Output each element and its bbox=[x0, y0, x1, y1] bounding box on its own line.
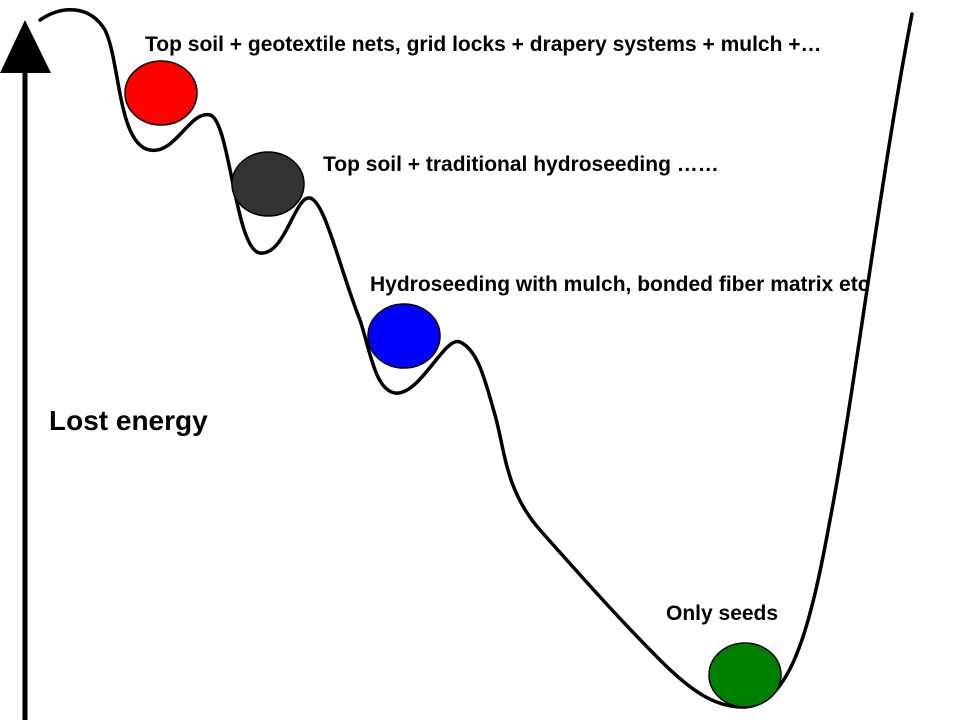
step-label-top-soil-geotextile: Top soil + geotextile nets, grid locks +… bbox=[145, 33, 822, 56]
step-label-traditional-hydroseeding: Top soil + traditional hydroseeding …… bbox=[323, 153, 719, 176]
step-label-only-seeds: Only seeds bbox=[666, 602, 779, 625]
axis-label-lost-energy: Lost energy bbox=[49, 405, 208, 436]
energy-axis-arrowhead bbox=[0, 20, 51, 73]
ball-red bbox=[124, 60, 198, 126]
ball-green bbox=[708, 642, 782, 708]
ball-dark-gray bbox=[231, 151, 305, 217]
step-label-hydroseeding-mulch: Hydroseeding with mulch, bonded fiber ma… bbox=[370, 273, 870, 296]
ball-blue bbox=[367, 303, 441, 369]
energy-landscape-curve bbox=[38, 8, 914, 709]
